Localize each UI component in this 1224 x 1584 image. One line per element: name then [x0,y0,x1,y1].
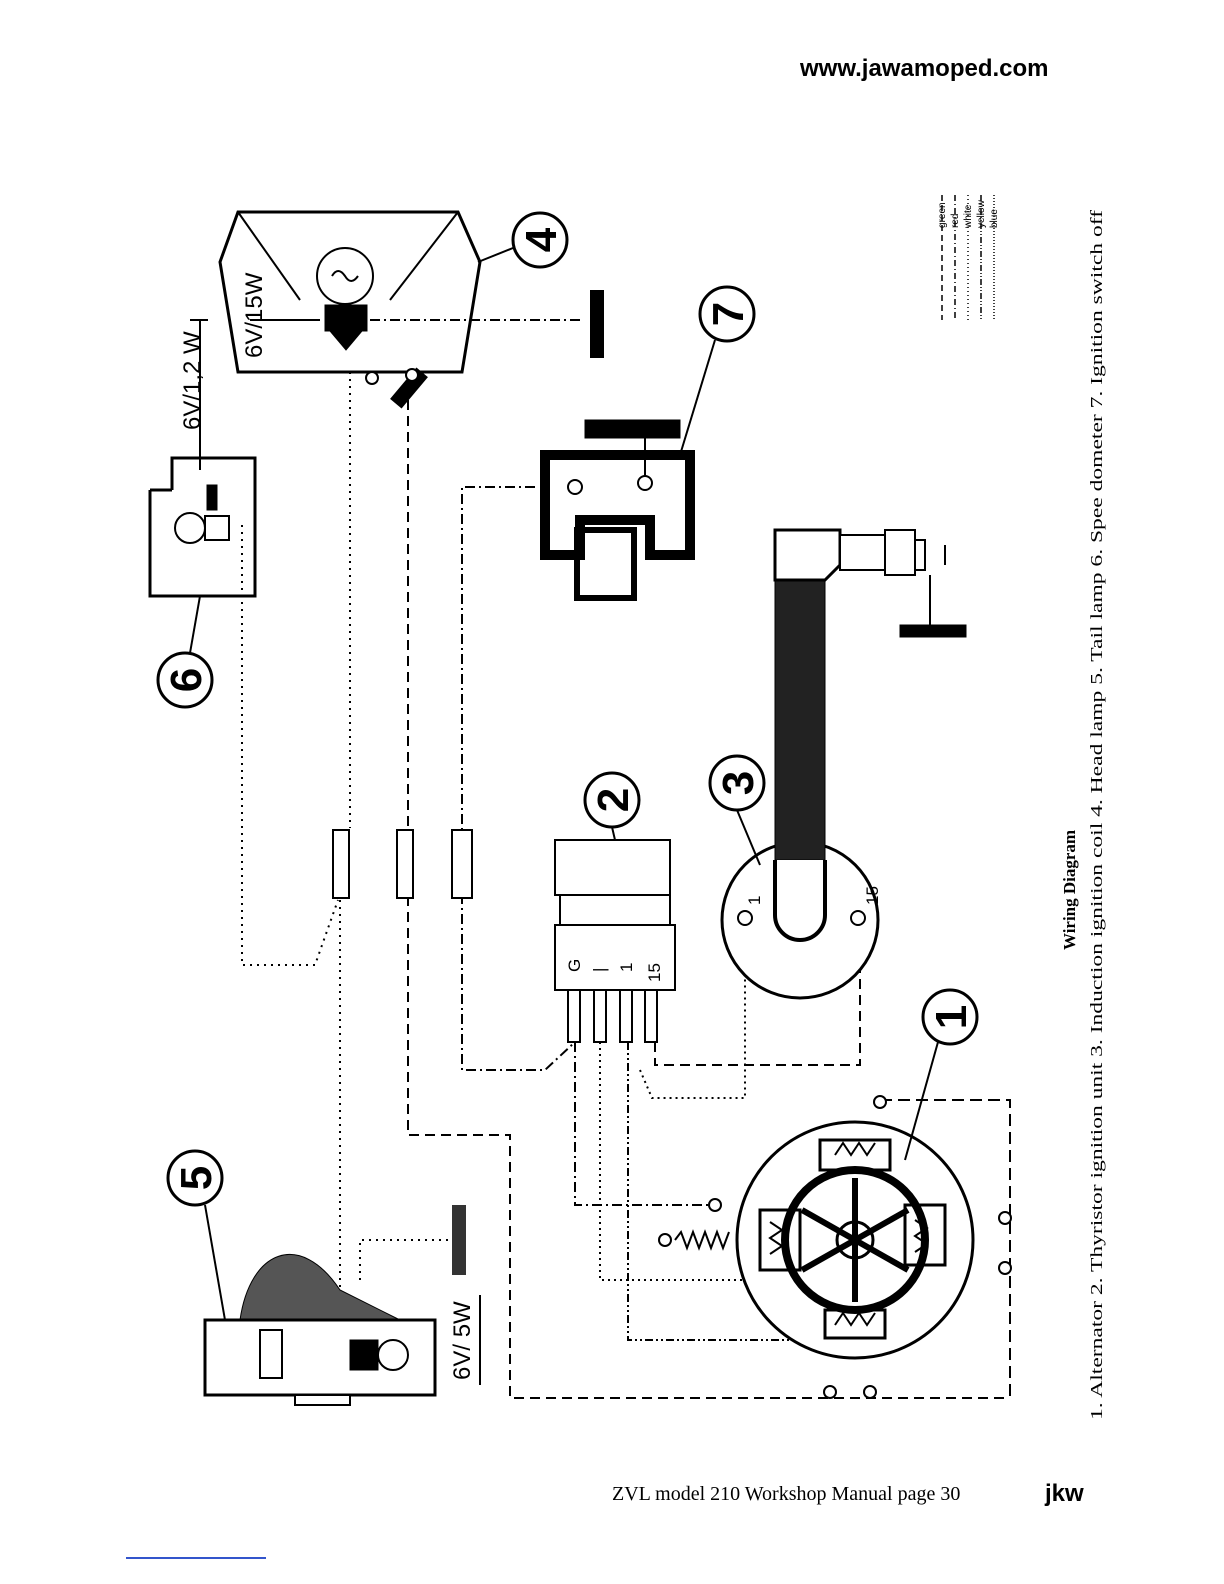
induction-coil [722,530,966,998]
coil3-pin-1: 1 [745,896,764,905]
badge-7: 7 [680,287,754,455]
badge-5-text: 5 [172,1166,221,1190]
badge-3: 3 [710,756,764,865]
legend-red: red [950,214,961,228]
caption-title-text: Wiring Diagram [1060,830,1079,950]
legend-yellow: yellow [976,199,987,228]
badge-1-text: 1 [927,1005,976,1029]
badge-3-text: 3 [714,771,763,795]
wire-tail-ground [360,1240,450,1280]
wire-pin-i [600,1042,745,1280]
head-lamp-ground [590,290,604,358]
wire-pin-g [575,1042,715,1205]
coil3-pin-15: 15 [863,886,882,905]
badge-5: 5 [168,1151,225,1320]
footer-rule [126,1557,266,1559]
tail-lamp-ground [452,1205,466,1275]
badge-4-text: 4 [517,227,566,252]
caption-title: Wiring Diagram [1060,830,1079,950]
connectors [333,830,472,898]
unit2-pin-g: G [565,959,584,972]
badge-1: 1 [905,990,977,1160]
badge-6-text: 6 [162,668,211,692]
thyristor-unit [555,840,675,1042]
legend-green: green [937,202,948,228]
tail-lamp-rating-text: 6V/ 5W [449,1301,476,1380]
caption-text: 1. Alternator 2. Thyristor ignition unit… [1087,210,1106,1420]
badge-4: 4 [478,213,567,267]
footer-text: ZVL model 210 Workshop Manual page 30 [612,1483,960,1506]
speedometer-rating: 6V/1,2 W [179,331,206,430]
footer-mark: jkw [1045,1480,1084,1508]
legend-blue: blue [989,209,1000,228]
speedometer-rating-text: 6V/1,2 W [179,331,206,430]
alternator [659,1096,1011,1398]
unit2-pin-1: 1 [617,963,636,972]
badge-2: 2 [585,773,639,840]
ignition-switch [545,420,690,598]
unit2-pin-15: 15 [645,963,664,982]
badge-6: 6 [158,596,212,707]
head-lamp-rating-text: 6V/15W [241,272,268,358]
legend-white: white [963,204,974,229]
caption-body-text: 1. Alternator 2. Thyristor ignition unit… [1087,210,1106,1420]
tail-lamp [205,1254,435,1405]
tail-lamp-rating: 6V/ 5W [449,1301,476,1380]
badge-7-text: 7 [704,302,753,326]
unit2-pin-i: | [590,968,609,972]
head-lamp-rating: 6V/15W [241,272,268,358]
badge-2-text: 2 [589,788,638,812]
wire-legend: green red white yellow blue [937,195,1000,320]
